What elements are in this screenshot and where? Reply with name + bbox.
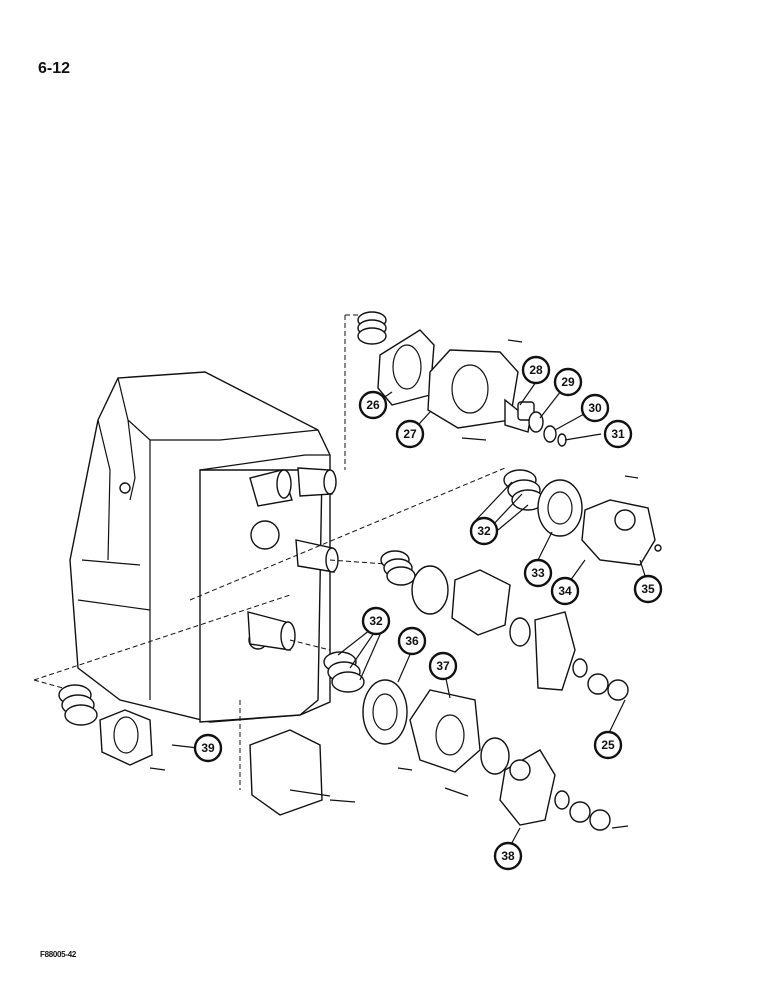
- svg-text:35: 35: [641, 582, 655, 596]
- output-shaft-upper-right: [297, 467, 337, 497]
- output-shaft-lower: [247, 611, 296, 651]
- transmission-housing: [69, 371, 339, 723]
- upper-pto-assembly: [357, 311, 567, 447]
- svg-text:34: 34: [558, 584, 572, 598]
- callout-33: 33: [523, 558, 553, 588]
- housing-27: [427, 349, 519, 429]
- svg-text:32: 32: [369, 614, 383, 628]
- callout-27: 27: [395, 419, 425, 449]
- callout-29: 29: [553, 367, 583, 397]
- callout-leaders: [171, 381, 649, 851]
- svg-text:25: 25: [601, 738, 615, 752]
- spring-upper: [357, 311, 387, 345]
- callout-28: 28: [521, 355, 551, 385]
- lower-pto-assembly: [323, 651, 629, 831]
- cover-38: [499, 749, 556, 826]
- mounting-bracket: [249, 729, 331, 816]
- lower-left-parts: [58, 684, 356, 816]
- callout-34: 34: [550, 576, 580, 606]
- callout-32-upper: 32: [469, 516, 499, 546]
- center-lines: [33, 314, 506, 790]
- svg-text:32: 32: [477, 524, 491, 538]
- svg-text:27: 27: [403, 427, 417, 441]
- callout-37: 37: [428, 651, 458, 681]
- gasket-26: [377, 329, 435, 406]
- page-number: 6-12: [38, 60, 71, 77]
- svg-text:26: 26: [366, 398, 380, 412]
- svg-text:28: 28: [529, 363, 543, 377]
- callout-32-lower: 32: [361, 606, 391, 636]
- callout-39: 39: [193, 733, 223, 763]
- svg-text:33: 33: [531, 566, 545, 580]
- svg-text:29: 29: [561, 375, 575, 389]
- middle-pto-assembly: [380, 469, 662, 701]
- spring-set-32-upper: [503, 469, 545, 511]
- svg-text:31: 31: [611, 427, 625, 441]
- svg-text:38: 38: [501, 849, 515, 863]
- callout-38: 38: [493, 841, 523, 871]
- callout-26: 26: [358, 390, 388, 420]
- spring-lower-left: [58, 684, 98, 726]
- spring-set-32-lower: [323, 651, 365, 693]
- svg-text:30: 30: [588, 401, 602, 415]
- figure-code: F88005-42: [40, 950, 76, 959]
- output-shaft-middle: [295, 539, 339, 573]
- gasket-36: [362, 679, 408, 745]
- callout-36: 36: [397, 626, 427, 656]
- callout-35: 35: [633, 574, 663, 604]
- flange-hub: [99, 709, 153, 766]
- housing-37: [409, 689, 481, 773]
- gasket-33: [537, 479, 583, 537]
- callout-31: 31: [603, 419, 633, 449]
- svg-text:39: 39: [201, 741, 215, 755]
- callout-30: 30: [580, 393, 610, 423]
- pump-34: [581, 499, 656, 566]
- callout-25: 25: [593, 730, 623, 760]
- output-shaft-upper-left: [249, 469, 293, 507]
- svg-text:36: 36: [405, 634, 419, 648]
- svg-text:37: 37: [436, 659, 450, 673]
- spring-middle: [380, 550, 416, 586]
